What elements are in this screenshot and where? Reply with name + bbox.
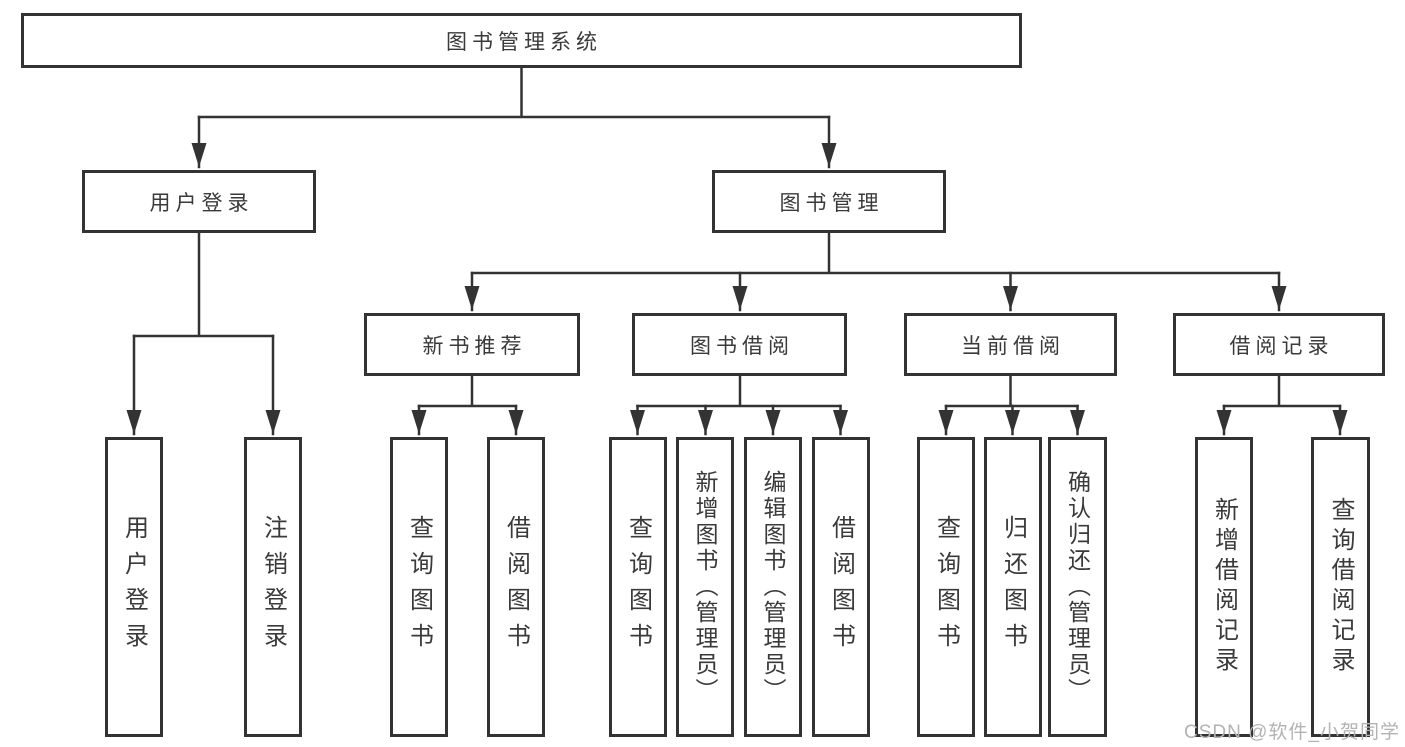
node-label: 图书管理	[779, 191, 884, 215]
node-label: 查询图书	[932, 515, 960, 659]
node-new-book-recommendation: 新书推荐	[364, 313, 580, 376]
node-label: 借阅图书	[502, 515, 530, 659]
node-book-management: 图书管理	[712, 170, 946, 233]
node-leaf-query-books-borrowing: 查询图书	[609, 437, 667, 737]
node-label: 编辑图书（管理员）	[760, 470, 786, 704]
node-leaf-logout: 注销登录	[244, 437, 302, 737]
watermark: CSDN @软件_小贺同学	[1184, 722, 1400, 743]
node-label: 确认归还（管理员）	[1064, 470, 1091, 704]
node-root-library-management-system: 图书管理系统	[21, 13, 1022, 68]
node-label: 查询图书	[405, 515, 433, 659]
node-leaf-borrow-books-borrowing: 借阅图书	[812, 437, 870, 737]
node-label: 归还图书	[999, 515, 1027, 659]
node-leaf-query-books-current: 查询图书	[917, 437, 975, 737]
node-leaf-return-books: 归还图书	[984, 437, 1042, 737]
node-label: 新增图书（管理员）	[692, 470, 718, 704]
connector-spines	[132, 66, 1342, 408]
node-label: 新增借阅记录	[1210, 497, 1238, 677]
node-label: 借阅记录	[1229, 334, 1334, 358]
node-label: 图书借阅	[690, 334, 794, 358]
node-borrowing-records: 借阅记录	[1173, 313, 1385, 376]
node-label: 查询图书	[624, 515, 652, 659]
node-leaf-borrow-books-recommend: 借阅图书	[487, 437, 545, 737]
node-label: 当前借阅	[961, 334, 1065, 358]
node-book-borrowing: 图书借阅	[632, 313, 847, 376]
node-label: 图书管理系统	[446, 30, 602, 54]
connector-arrows	[126, 115, 1348, 436]
node-user-login: 用户登录	[82, 170, 316, 233]
node-label: 用户登录	[120, 515, 148, 659]
node-label: 查询借阅记录	[1327, 497, 1354, 677]
node-current-borrowing: 当前借阅	[904, 313, 1117, 376]
node-leaf-add-book-admin: 新增图书（管理员）	[676, 437, 734, 737]
node-label: 借阅图书	[827, 515, 855, 659]
node-leaf-user-login: 用户登录	[105, 437, 163, 737]
node-leaf-confirm-return-admin: 确认归还（管理员）	[1048, 437, 1107, 737]
node-leaf-add-borrow-record: 新增借阅记录	[1195, 437, 1253, 737]
node-label: 新书推荐	[422, 334, 527, 358]
node-leaf-edit-book-admin: 编辑图书（管理员）	[744, 437, 802, 737]
node-label: 注销登录	[259, 515, 287, 659]
node-label: 用户登录	[149, 191, 254, 215]
node-leaf-query-borrow-record: 查询借阅记录	[1311, 437, 1370, 737]
node-leaf-query-books-recommend: 查询图书	[390, 437, 448, 737]
